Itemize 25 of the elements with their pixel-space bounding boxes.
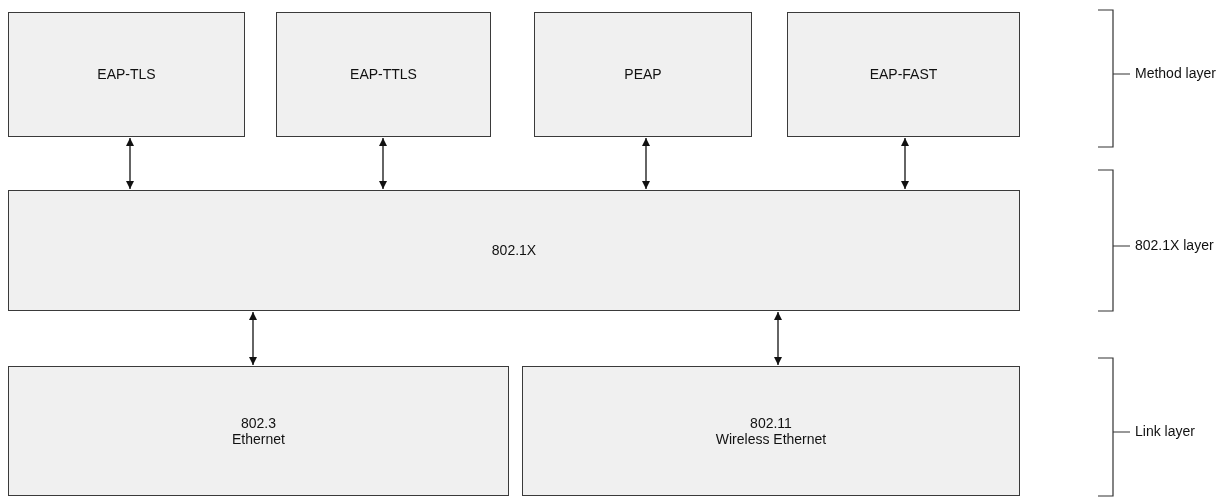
- layer-label: Link layer: [1135, 423, 1195, 439]
- double-arrow: [642, 137, 650, 190]
- layer-box: [8, 12, 245, 137]
- layer-label: 802.1X layer: [1135, 237, 1214, 253]
- box-label: 802.11: [750, 414, 792, 431]
- box-label: EAP-TLS: [97, 66, 156, 83]
- layer-box: [534, 12, 752, 137]
- box-label: Ethernet: [232, 431, 285, 448]
- double-arrow: [901, 137, 909, 190]
- double-arrow: [126, 137, 134, 190]
- layer-box: [522, 366, 1020, 496]
- box-label: 802.1X: [491, 242, 537, 259]
- layer-box: [787, 12, 1020, 137]
- double-arrow: [249, 311, 257, 366]
- double-arrow: [774, 311, 782, 366]
- double-arrow: [379, 137, 387, 190]
- box-label: Wireless Ethernet: [715, 431, 827, 448]
- layer-label: Method layer: [1135, 65, 1216, 81]
- box-label: EAP-FAST: [869, 66, 938, 83]
- box-label: 802.3: [240, 414, 276, 431]
- layer-box: [8, 190, 1020, 311]
- box-label: EAP-TTLS: [350, 66, 417, 83]
- layer-box: [276, 12, 491, 137]
- layer-box: [8, 366, 509, 496]
- box-label: PEAP: [624, 66, 662, 83]
